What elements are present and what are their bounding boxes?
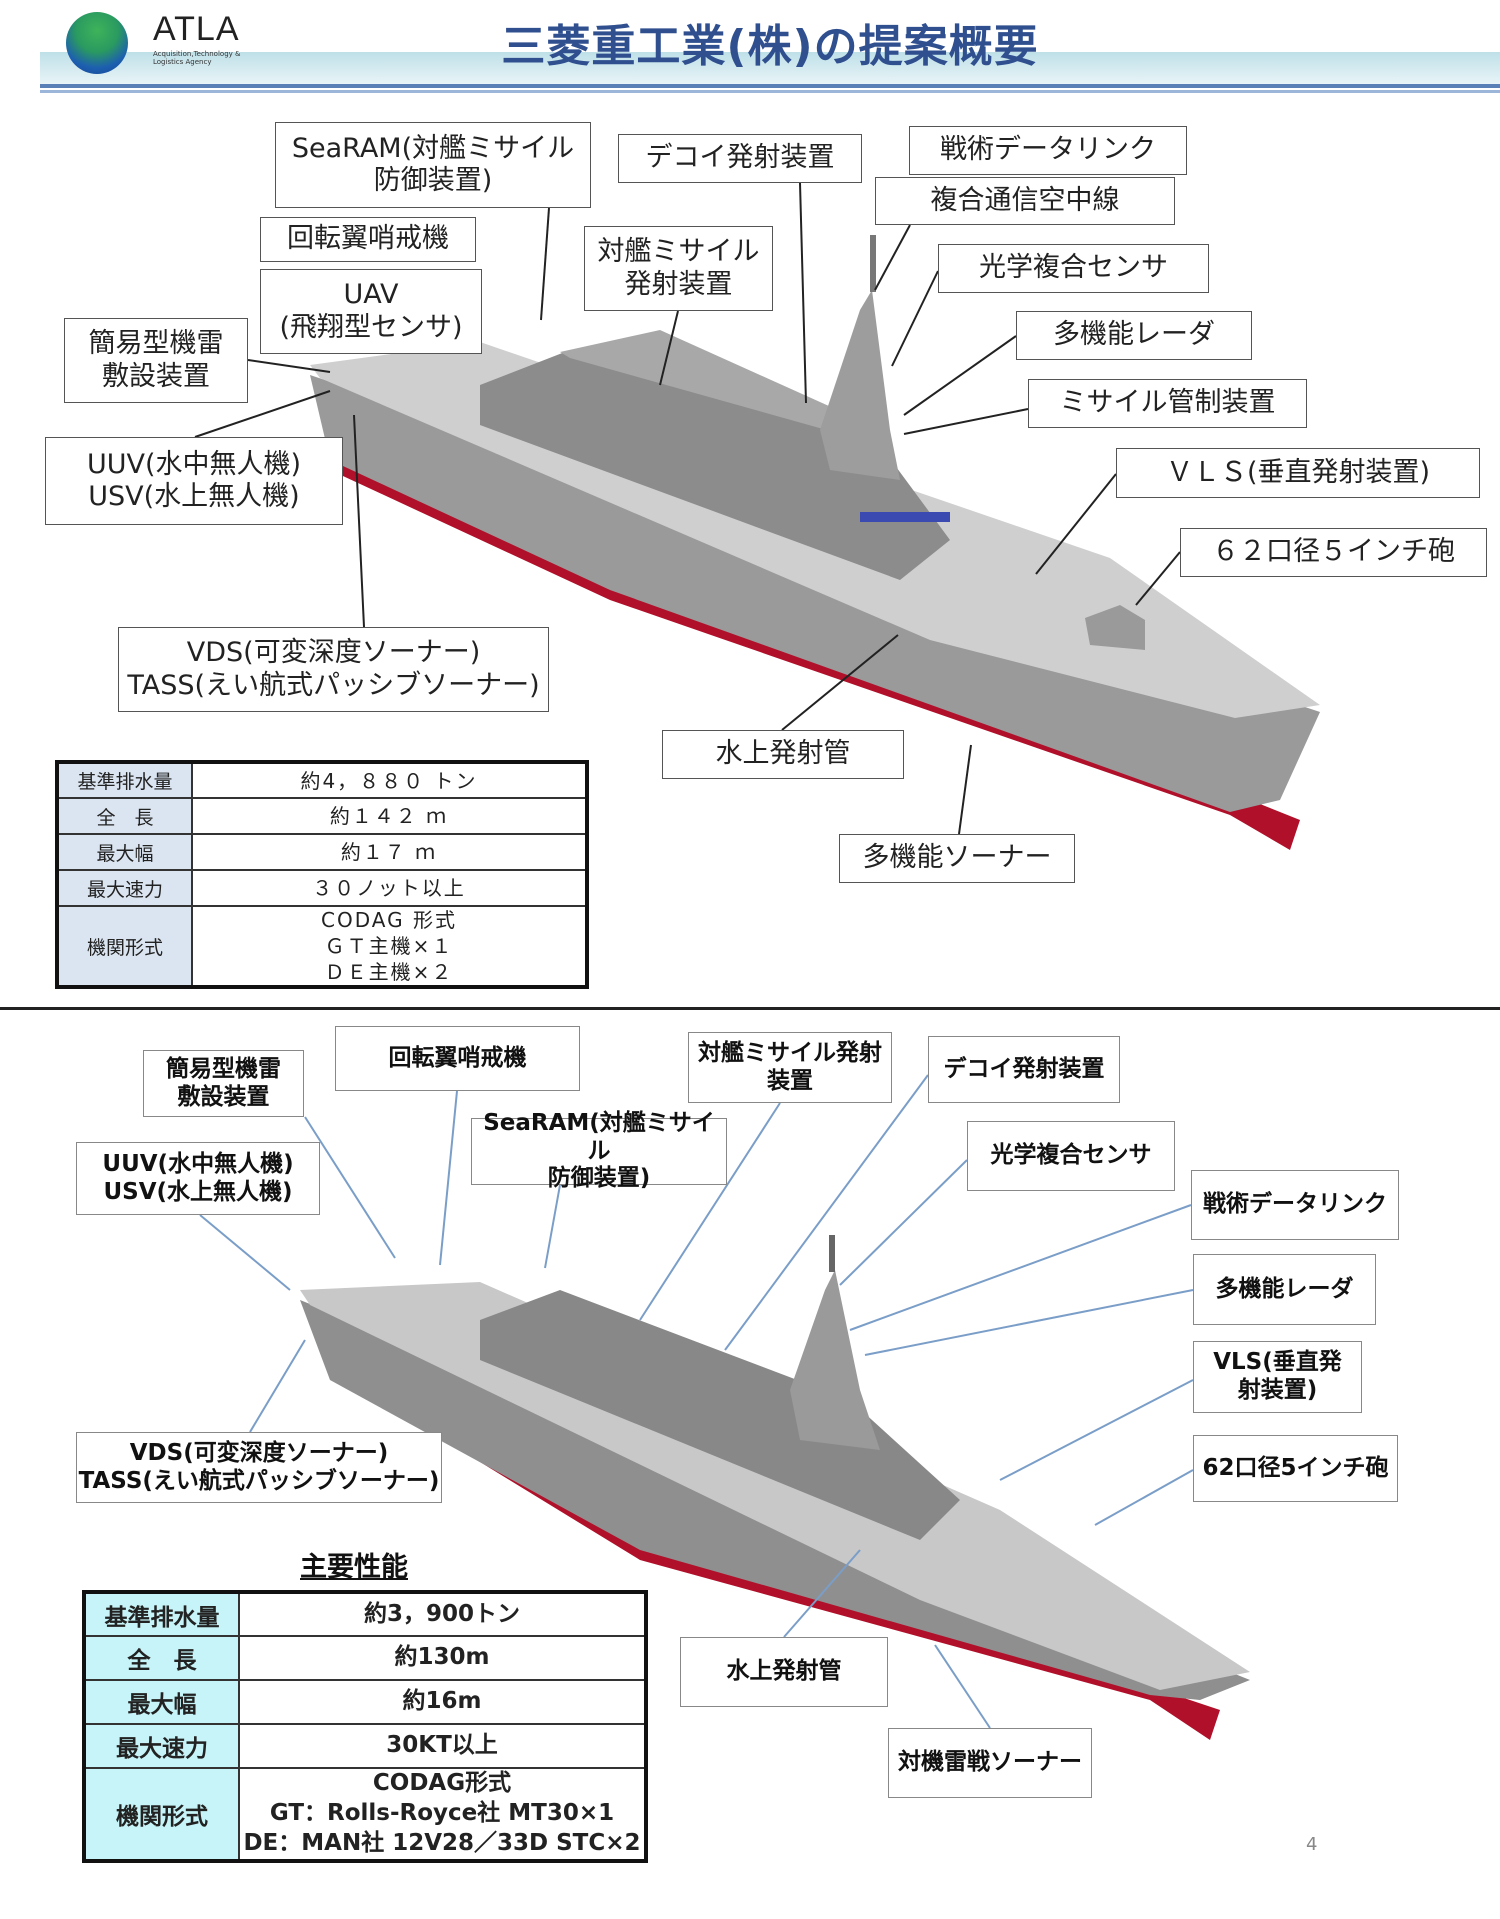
callout-label: VDS(可変深度ソーナー) TASS(えい航式パッシブソーナー): [76, 1432, 442, 1503]
callout-label: ミサイル管制装置: [1028, 379, 1307, 428]
callout-label: 簡易型機雷 敷設装置: [143, 1050, 304, 1117]
callout-label: 62口径5インチ砲: [1193, 1435, 1398, 1502]
callout-label: 簡易型機雷 敷設装置: [64, 318, 248, 403]
spec-value: CODAG 形式 ＧＴ主機×１ ＤＥ主機×２: [191, 905, 588, 988]
callout-label: 回転翼哨戒機: [260, 217, 476, 262]
spec-label: 基準排水量: [56, 761, 193, 799]
callout-label: ＶＬＳ(垂直発射装置): [1116, 448, 1480, 498]
page-title: 三菱重工業(株)の提案概要: [501, 21, 1039, 72]
callout-label: 対艦ミサイル 発射装置: [584, 226, 773, 311]
callout-label: デコイ発射装置: [928, 1036, 1120, 1103]
callout-label: 複合通信空中線: [875, 177, 1175, 225]
spec-label: 機関形式: [56, 905, 193, 988]
spec-value: 約１７ ｍ: [191, 833, 588, 871]
callout-label: 多機能ソーナー: [839, 834, 1075, 883]
section-divider: [0, 1007, 1500, 1010]
header-band: [40, 52, 1500, 84]
callout-label: 戦術データリンク: [909, 126, 1187, 175]
callout-label: 回転翼哨戒機: [335, 1026, 580, 1091]
spec-label: 基準排水量: [83, 1591, 240, 1637]
callout-label: 対艦ミサイル発射 装置: [688, 1032, 892, 1103]
spec-row: 全 長約130m: [83, 1635, 647, 1681]
page-number: 4: [1306, 1834, 1318, 1855]
spec-value: CODAG形式 GT：Rolls-Royce社 MT30×1 DE：MAN社 1…: [238, 1767, 647, 1862]
callout-label: UAV (飛翔型センサ): [260, 269, 482, 354]
callout-label: 多機能レーダ: [1016, 311, 1252, 360]
spec-label: 最大幅: [83, 1679, 240, 1725]
bottom-ship-image: [300, 1235, 1250, 1740]
callout-label: デコイ発射装置: [618, 134, 862, 183]
spec-row: 基準排水量約4，８８０ トン: [56, 761, 588, 799]
spec-label: 最大速力: [56, 869, 193, 907]
spec-table-title: 主要性能: [300, 1552, 408, 1583]
spec-label: 最大速力: [83, 1723, 240, 1769]
callout-label: 対機雷戦ソーナー: [888, 1728, 1092, 1798]
callout-label: VLS(垂直発 射装置): [1193, 1341, 1362, 1413]
callout-label: 多機能レーダ: [1193, 1254, 1376, 1325]
header-rule-secondary: [40, 90, 1500, 93]
callout-label: 水上発射管: [662, 730, 904, 779]
spec-label: 全 長: [56, 797, 193, 835]
spec-label: 機関形式: [83, 1767, 240, 1862]
callout-label: UUV(水中無人機) USV(水上無人機): [45, 437, 343, 525]
callout-label: 光学複合センサ: [967, 1121, 1175, 1191]
top-leader-lines: [194, 182, 1181, 835]
spec-value: 約130m: [238, 1635, 647, 1681]
callout-label: UUV(水中無人機) USV(水上無人機): [76, 1142, 320, 1215]
callout-label: VDS(可変深度ソーナー) TASS(えい航式パッシブソーナー): [118, 627, 549, 712]
spec-value: 約4，８８０ トン: [191, 761, 588, 799]
callout-label: 光学複合センサ: [938, 244, 1209, 293]
spec-label: 全 長: [83, 1635, 240, 1681]
callout-label: SeaRAM(対艦ミサイル 防御装置): [275, 122, 591, 208]
bottom-leader-lines: [199, 1074, 1194, 1729]
callout-label: SeaRAM(対艦ミサイル 防御装置): [471, 1110, 727, 1191]
spec-value: ３０ノット以上: [191, 869, 588, 907]
spec-value: 約3，900トン: [238, 1591, 647, 1637]
spec-value: 約16m: [238, 1679, 647, 1725]
callout-label: 戦術データリンク: [1191, 1170, 1399, 1240]
header-rule: [40, 84, 1500, 88]
spec-row: 基準排水量約3，900トン: [83, 1591, 647, 1637]
atla-logo-icon: [66, 12, 128, 74]
spec-value: 30KT以上: [238, 1723, 647, 1769]
logo-subtitle: Acquisition,Technology & Logistics Agenc…: [153, 50, 241, 66]
spec-value: 約１４２ ｍ: [191, 797, 588, 835]
spec-row: 最大幅約１７ ｍ: [56, 833, 588, 871]
logo-text: ATLA: [153, 10, 240, 48]
top-ship-image: [310, 235, 1320, 850]
spec-row: 全 長約１４２ ｍ: [56, 797, 588, 835]
callout-label: 水上発射管: [680, 1637, 888, 1707]
callout-label: ６２口径５インチ砲: [1180, 528, 1487, 577]
spec-row: 最大幅約16m: [83, 1679, 647, 1725]
spec-label: 最大幅: [56, 833, 193, 871]
